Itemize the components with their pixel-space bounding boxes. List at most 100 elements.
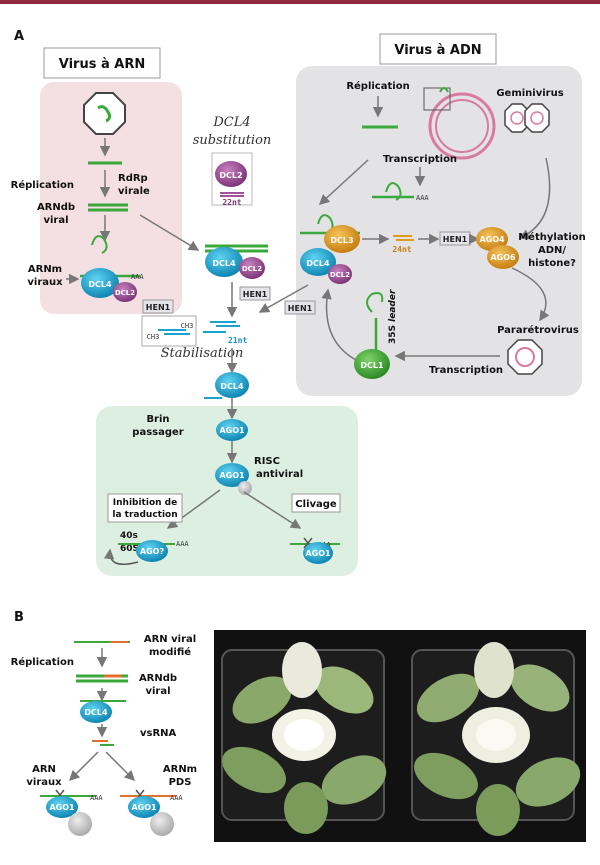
b-arn-viraux-line1: ARN (32, 764, 56, 775)
pararetro-label: Pararétrovirus (497, 324, 579, 336)
diagram-label: AGO4 (479, 235, 505, 244)
clivage-box (291, 493, 341, 513)
diagram-label: DCL2 (219, 171, 242, 180)
diagram-label: AAA (176, 540, 189, 548)
diagram-label: AGO? (140, 547, 165, 556)
dcl2-central (239, 257, 265, 279)
bottom-space (0, 852, 600, 865)
diagram-label: AGO1 (305, 549, 331, 558)
diagram-label: DCL2 (115, 289, 135, 297)
b-arndb-line2: viral (145, 686, 170, 697)
stabilisation-label: Stabilisation (161, 346, 244, 361)
dcl4-rna-label: DCL4 (88, 280, 112, 289)
rna-virion-icon (83, 92, 126, 135)
ago1-loaded (216, 419, 248, 441)
diagram-label: AGO1 (131, 803, 157, 812)
inhibition-box (107, 493, 183, 523)
dsrna-line2: viral (43, 215, 68, 226)
brin-line2: passager (132, 427, 183, 438)
diagram-label: DCL4 (212, 259, 236, 268)
diagram-label: CH3 (181, 322, 194, 330)
diagram-label: HEN1 (443, 235, 468, 244)
inhibition-line1: Inhibition de (113, 498, 177, 508)
geminivirus-icon (504, 103, 530, 133)
aaa-rna: AAA (131, 273, 144, 281)
rna-virus-region (40, 82, 182, 314)
dcl4-rna (81, 268, 119, 298)
plant-photo (214, 630, 586, 842)
dcl2-substitution (215, 161, 247, 187)
diagram-label: AGO1 (49, 803, 75, 812)
rdrp-line1: RdRp (118, 173, 148, 184)
b-arn-viraux-line2: viraux (26, 777, 62, 788)
panel-b-label: B (14, 610, 24, 625)
transcription1-label: Transcription (383, 154, 457, 165)
ago4 (476, 227, 508, 251)
diagram-label: DCL2 (242, 265, 262, 273)
methylation-line1: Méthylation (518, 231, 586, 243)
diagram-label: AGO1 (219, 426, 245, 435)
diagram-label: DCL2 (330, 271, 350, 279)
hen1-right (284, 300, 316, 315)
rdrp-line2: virale (118, 186, 150, 197)
mrna-line2: viraux (27, 277, 63, 288)
size-22nt: 22nt (222, 198, 241, 207)
diagram-label: HEN1 (288, 304, 313, 313)
dcl4-dna (300, 248, 336, 276)
b-replication-label: Réplication (11, 656, 74, 668)
top-rule (0, 0, 600, 4)
mrna-line1: ARNm (28, 264, 62, 275)
dcl3 (324, 225, 360, 253)
dcl2-dna (328, 264, 352, 284)
risc-line1: RISC (254, 456, 280, 467)
plant-right (414, 642, 581, 836)
diagram-label: AAA (170, 794, 183, 802)
b-ago1-left (46, 796, 78, 818)
rna-virus-title-box (43, 47, 161, 79)
ago1-risc (215, 463, 249, 487)
geminivirus-genome (428, 92, 496, 160)
pararetrovirus-icon (507, 339, 543, 375)
diagram-label: CH3 (147, 333, 160, 341)
hen1-central (239, 286, 271, 301)
diagram-label: AAA (90, 794, 103, 802)
geminivirus-label: Geminivirus (496, 88, 563, 99)
b-ago1-right (128, 796, 160, 818)
dcl2-rna (113, 282, 137, 302)
ago1-cleavage (303, 542, 333, 564)
ribosome-60s: 60S (120, 544, 139, 554)
substitution-line1: DCL4 (212, 115, 250, 130)
brin-line1: Brin (146, 414, 169, 425)
plant-left (222, 642, 387, 834)
diagram-label: AAA (416, 194, 429, 202)
b-pds-line1: ARNm (163, 764, 197, 775)
rna-replication-label: Réplication (11, 179, 74, 191)
methylation-line2: ADN/ (538, 245, 566, 256)
diagram-label: AGO1 (219, 471, 245, 480)
risc-line2: antiviral (256, 469, 303, 480)
arn-mod-line1: ARN viral (144, 634, 196, 645)
hen1-left (142, 299, 174, 314)
diagram-label: HEN1 (243, 290, 268, 299)
b-arndb-line1: ARNdb (139, 673, 177, 684)
diagram-label: HEN1 (146, 303, 171, 312)
diagram-label: DCL4 (84, 708, 108, 717)
leader-35s: 35S leader (388, 289, 398, 344)
transcription2-label: Transcription (429, 365, 503, 376)
dcl4-loading (215, 372, 249, 398)
dna-virus-title: Virus à ADN (394, 43, 481, 58)
rna-virus-title: Virus à ARN (59, 57, 145, 72)
dna-replication-label: Réplication (346, 80, 409, 92)
arn-mod-line2: modifié (149, 646, 191, 658)
dsrna-line1: ARNdb (37, 202, 75, 213)
substitution-line2: substitution (193, 133, 272, 148)
dcl1 (354, 349, 390, 379)
panel-a-label: A (14, 29, 24, 44)
diagram-label: AGO6 (490, 253, 516, 262)
size-21nt: 21nt (228, 336, 247, 345)
dna-virus-title-box (379, 33, 497, 65)
clivage-label: Clivage (295, 499, 337, 510)
diagram-label: DCL3 (330, 236, 353, 245)
b-pds-line2: PDS (169, 777, 192, 788)
